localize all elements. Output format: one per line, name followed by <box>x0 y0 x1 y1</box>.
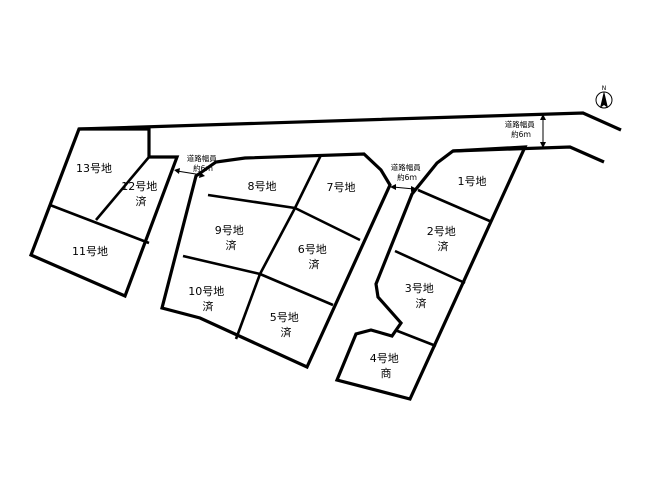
lot-labels: 1号地 2号地 済 3号地 済 4号地 商 5号地 済 6号地 済 <box>72 162 487 380</box>
road-width-north-note: 道路幅員 約6ｍ <box>505 119 537 139</box>
dimension-arrows <box>174 114 546 192</box>
lot-line-12-13 <box>95 156 150 221</box>
road-notes: 道路幅員 約6ｍ 道路幅員 約6ｍ 道路幅員 約6ｍ <box>187 119 537 182</box>
lot-4-label: 4号地 商 <box>370 352 403 380</box>
road-width-east-arrow <box>390 184 417 192</box>
lot-13-label: 13号地 <box>76 162 112 175</box>
lot-5-label: 5号地 済 <box>270 311 303 339</box>
west-block <box>28 127 180 299</box>
lot-9-label: 9号地 済 <box>215 224 248 252</box>
lot-line-1-2 <box>417 188 493 224</box>
compass-letter: N <box>602 85 607 92</box>
west-block-boundary <box>28 127 180 299</box>
east-block-boundary <box>334 145 528 401</box>
lot-2-label: 2号地 済 <box>427 225 460 253</box>
lot-11-label: 11号地 <box>72 245 108 258</box>
center-block <box>160 152 392 370</box>
lot-line-3-4 <box>394 328 437 348</box>
lot-10-label: 10号地 済 <box>188 285 228 313</box>
lot-6-label: 6号地 済 <box>298 243 331 271</box>
east-block <box>334 145 528 401</box>
lot-line-6-5 <box>259 272 334 307</box>
lot-line-8-7 <box>293 154 323 209</box>
lot-12-label: 12号地 済 <box>121 180 161 208</box>
lot-1-label: 1号地 <box>458 175 487 188</box>
lot-line-10-5 <box>234 273 262 340</box>
road-width-west-note: 道路幅員 約6ｍ <box>187 153 219 173</box>
lot-8-label: 8号地 <box>248 180 277 193</box>
center-block-boundary <box>160 152 392 370</box>
lot-line-7-6 <box>294 206 361 242</box>
lot-7-label: 7号地 <box>327 181 356 194</box>
north-road-north-edge <box>78 111 622 132</box>
lot-line-8-9 <box>207 193 296 210</box>
road-width-west-arrow <box>174 168 205 178</box>
lot-line-9-10 <box>182 254 261 276</box>
lot-line-11-12 <box>49 203 150 245</box>
north-arrow-icon: N <box>595 85 613 109</box>
lot-line-9-6 <box>258 207 297 275</box>
lot-3-label: 3号地 済 <box>405 282 438 310</box>
lot-line-2-3 <box>394 249 466 285</box>
road-width-north-arrow <box>540 114 546 148</box>
road-width-east-note: 道路幅員 約6ｍ <box>391 162 423 182</box>
